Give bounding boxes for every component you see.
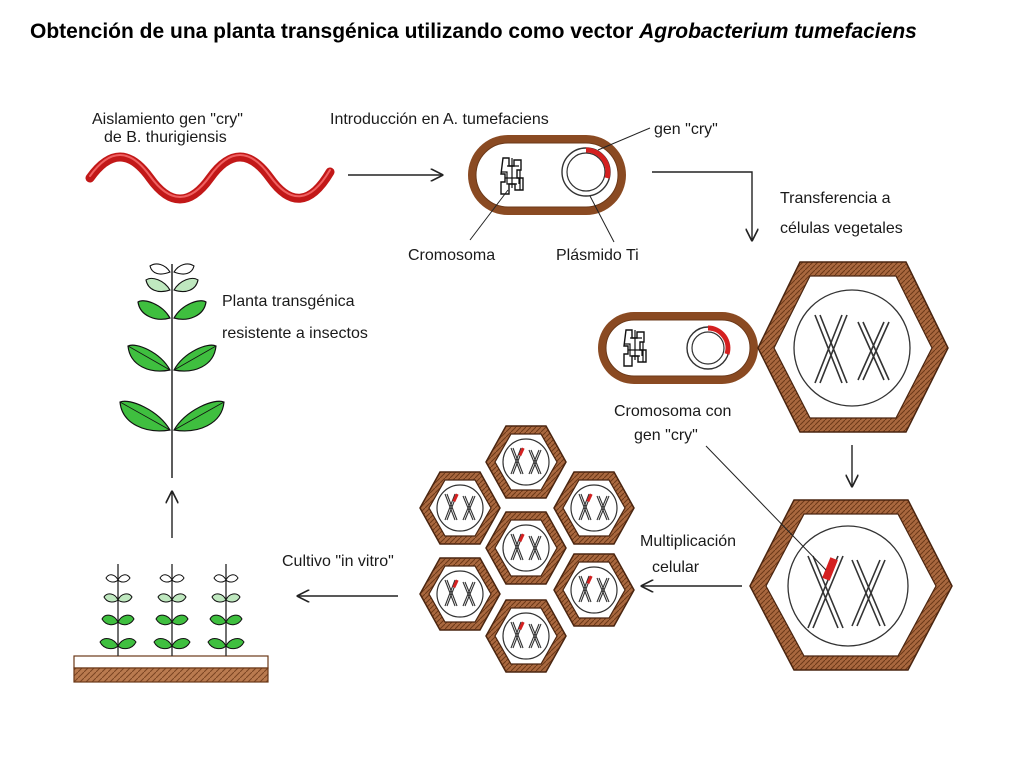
cluster-cell bbox=[553, 553, 635, 627]
cell-cluster bbox=[419, 425, 635, 673]
plant-cell-large-1 bbox=[757, 261, 949, 433]
pointer-chromosome-with bbox=[705, 445, 827, 571]
label-plant-1: Planta transgénica bbox=[222, 293, 355, 310]
title-italic: Agrobacterium tumefaciens bbox=[639, 20, 917, 43]
label-introduction: Introducción en A. tumefaciens bbox=[330, 111, 549, 128]
in-vitro-seedlings bbox=[73, 563, 269, 683]
pointer-cry-gene bbox=[597, 127, 651, 151]
label-plant-2: resistente a insectos bbox=[222, 325, 368, 342]
agrobacterium-cell bbox=[468, 135, 626, 215]
ti-plasmid-icon-2 bbox=[686, 325, 731, 370]
cluster-cell bbox=[485, 599, 567, 673]
label-culture: Cultivo "in vitro" bbox=[282, 553, 394, 570]
title-main: Obtención de una planta transgénica util… bbox=[30, 20, 640, 43]
label-cry-gene: gen "cry" bbox=[654, 121, 718, 138]
agrobacterium-cell-2 bbox=[598, 312, 758, 384]
seedling-2 bbox=[153, 563, 191, 657]
label-transfer-1: Transferencia a bbox=[780, 190, 891, 207]
arrow-transfer bbox=[652, 171, 752, 240]
cluster-cell bbox=[485, 511, 567, 585]
label-ti-plasmid: Plásmido Ti bbox=[556, 247, 639, 264]
cry-gene-insert bbox=[822, 557, 838, 581]
cluster-cell bbox=[485, 425, 567, 499]
cluster-cell bbox=[553, 471, 635, 545]
label-isolation-1: Aislamiento gen "cry" bbox=[92, 111, 243, 128]
label-multiplication-2: celular bbox=[652, 559, 700, 576]
pointer-chromosome bbox=[469, 189, 509, 241]
label-chromosome: Cromosoma bbox=[408, 247, 495, 264]
seedling-1 bbox=[99, 563, 137, 657]
cry-gene-dna-strand bbox=[85, 152, 335, 204]
ti-plasmid-icon bbox=[561, 147, 611, 197]
pointer-ti-plasmid bbox=[589, 195, 615, 243]
label-chromosome-with-1: Cromosoma con bbox=[614, 403, 731, 420]
cluster-cell bbox=[419, 557, 501, 631]
transgenic-plant bbox=[119, 263, 225, 478]
label-transfer-2: células vegetales bbox=[780, 220, 903, 237]
label-isolation-2: de B. thurigiensis bbox=[104, 129, 227, 146]
page-title: Obtención de una planta transgénica util… bbox=[30, 20, 917, 44]
label-chromosome-with-2: gen "cry" bbox=[634, 427, 698, 444]
plant-cell-large-2 bbox=[749, 499, 953, 671]
cluster-cell bbox=[419, 471, 501, 545]
label-multiplication-1: Multiplicación bbox=[640, 533, 736, 550]
seedling-3 bbox=[207, 563, 245, 657]
